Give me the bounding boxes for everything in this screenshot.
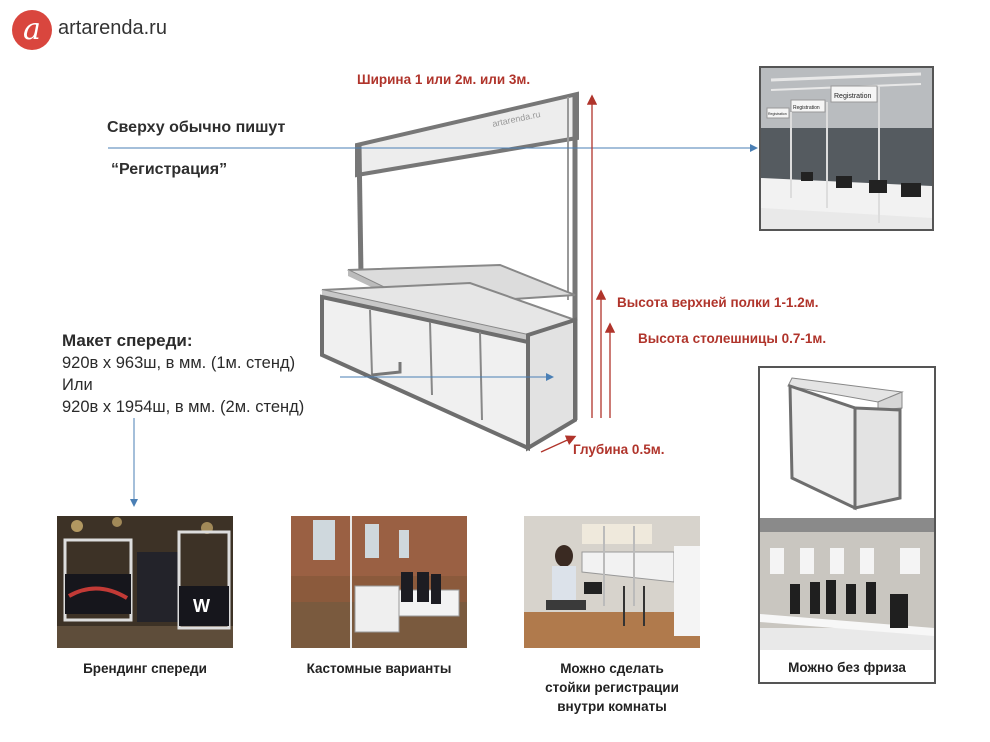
caption-inside-line1: Можно сделать <box>560 661 664 676</box>
maket-line2: Или <box>62 376 93 394</box>
caption-inside-room: Можно сделать стойки регистрации внутри … <box>509 659 715 716</box>
maket-block: Макет спереди: 920в х 963ш, в мм. (1м. с… <box>62 330 304 418</box>
caption-branding: Брендинг спереди <box>83 661 207 676</box>
top-text-line1: Сверху обычно пишут <box>107 119 286 136</box>
caption-no-frieze: Можно без фриза <box>788 660 906 675</box>
svg-text:W: W <box>193 596 210 616</box>
no-frieze-stand <box>787 377 904 511</box>
branding-photo: W <box>57 516 233 648</box>
logo-text: artarenda.ru <box>58 17 167 39</box>
caption-inside-line3: внутри комнаты <box>557 699 667 714</box>
maket-line3: 920в х 1954ш, в мм. (2м. стенд) <box>62 398 305 416</box>
maket-line1: 920в х 963ш, в мм. (1м. стенд) <box>62 354 296 372</box>
reg-sign-3: Registration <box>768 112 787 116</box>
inside-room-photo <box>524 516 700 648</box>
no-frieze-photo <box>760 518 934 650</box>
logo-mark: a <box>12 10 52 50</box>
caption-inside-line2: стойки регистрации <box>545 680 679 695</box>
maket-title: Макет спереди: <box>62 331 193 350</box>
top-text-line2: “Регистрация” <box>111 161 228 178</box>
side-panel <box>526 317 577 452</box>
custom-photo <box>291 516 467 648</box>
table-height-label: Высота столешницы 0.7-1м. <box>638 331 827 346</box>
registration-photo: Registration Registration Registration <box>759 66 934 231</box>
no-frieze-box: Можно без фриза <box>758 366 936 684</box>
reg-sign-2: Registration <box>793 105 820 111</box>
depth-arrow <box>540 435 577 453</box>
reg-sign-1: Registration <box>834 93 871 100</box>
left-post <box>356 144 364 276</box>
frieze-panel <box>355 91 579 178</box>
width-label: Ширина 1 или 2м. или 3м. <box>357 72 531 87</box>
depth-label: Глубина 0.5м. <box>573 442 665 457</box>
shelf-height-label: Высота верхней полки 1-1.2м. <box>617 295 819 310</box>
caption-custom: Кастомные варианты <box>306 661 452 676</box>
